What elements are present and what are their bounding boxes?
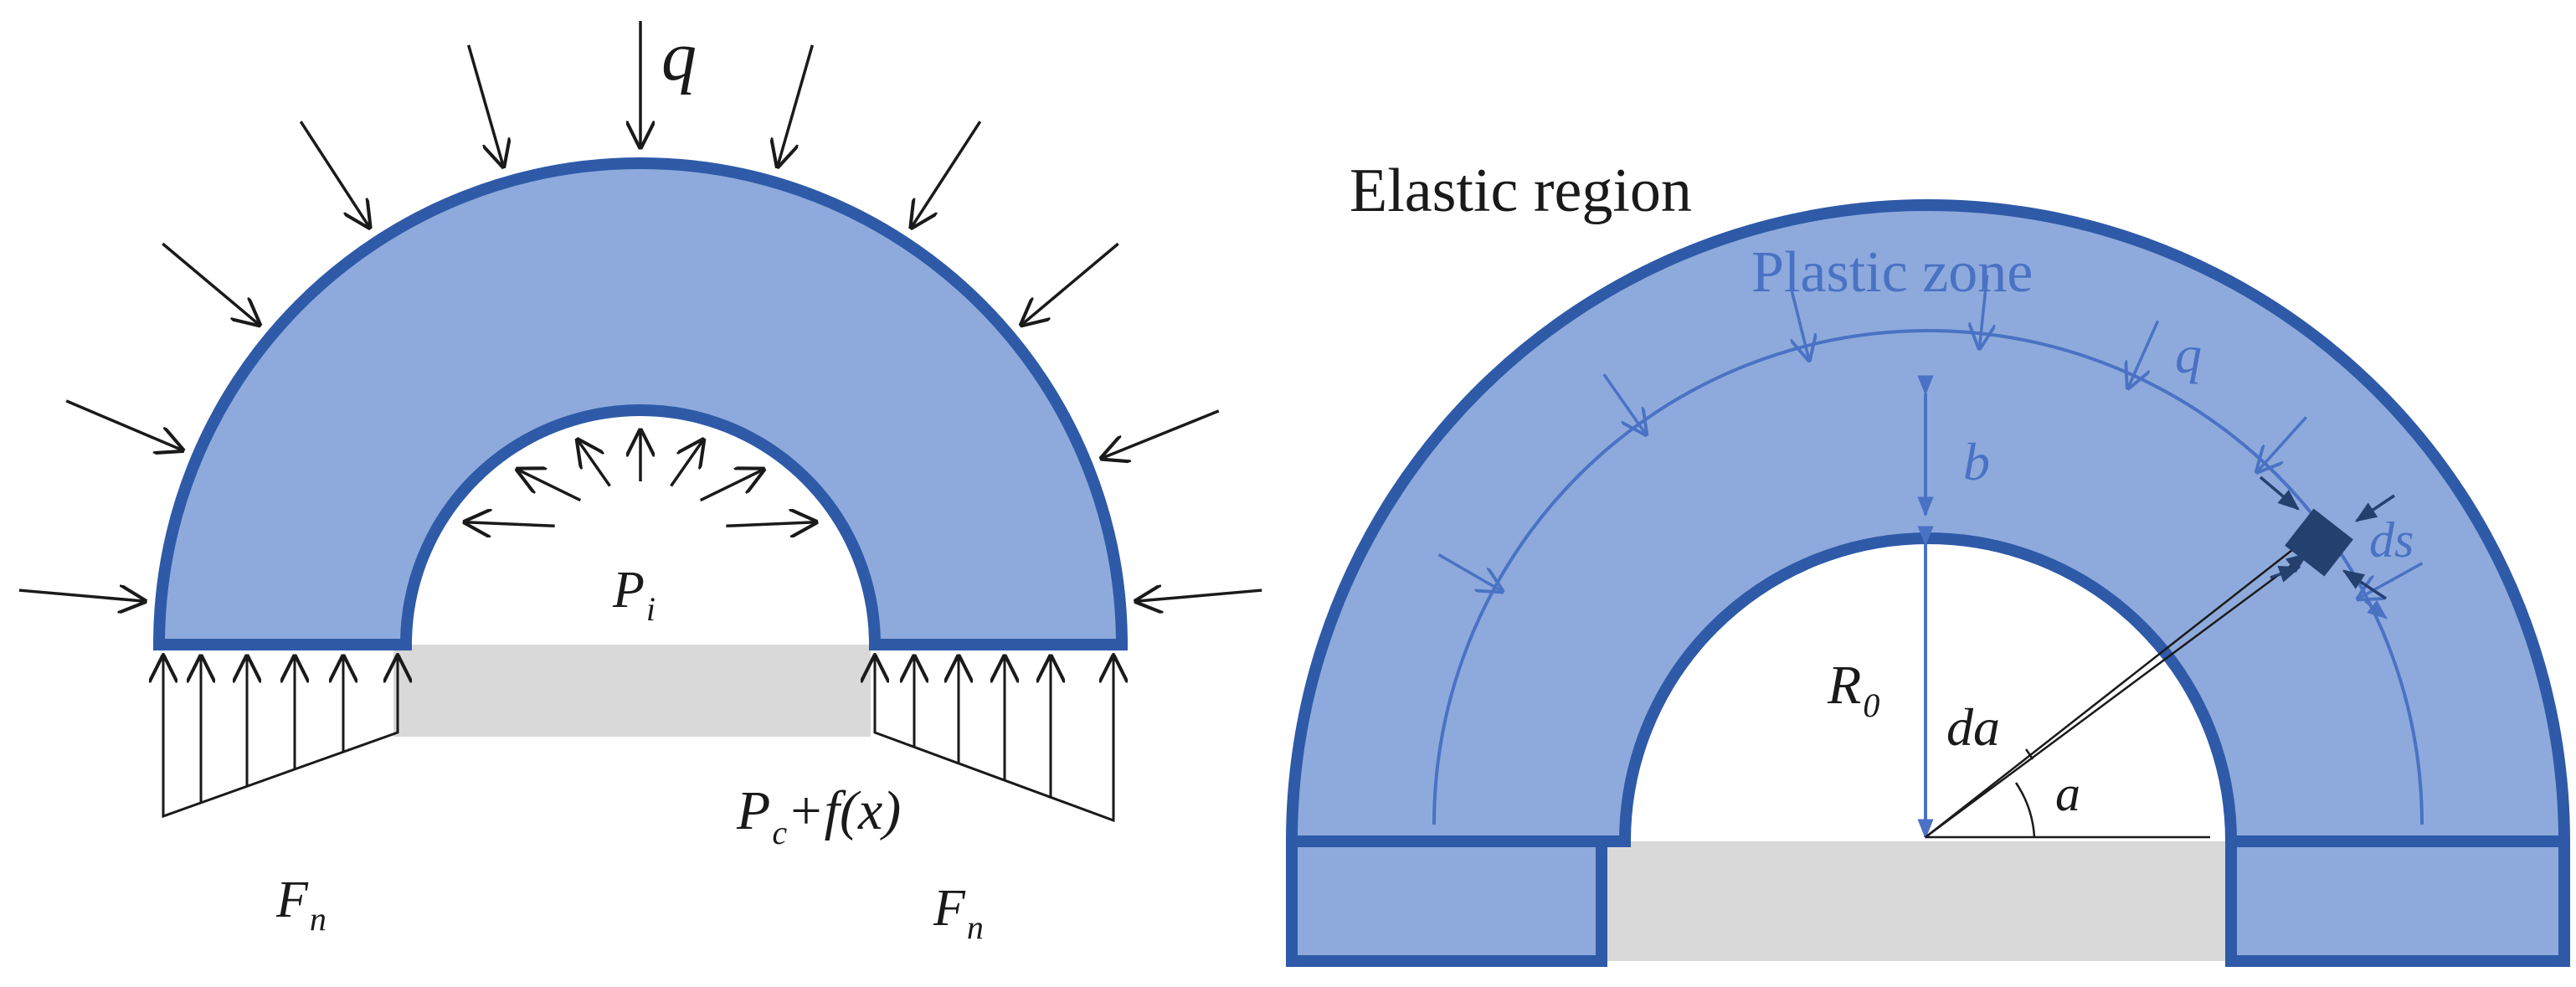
angle-label: a: [2055, 766, 2080, 821]
ray-lower: [1925, 553, 2309, 839]
tunnel-cavity: [393, 645, 871, 737]
reaction-right-label: Fn: [933, 880, 984, 946]
plastic-arrow: [1790, 288, 1809, 359]
plastic-arrow: [2358, 562, 2424, 599]
pressure-arrow: [578, 440, 611, 487]
elastic-region-label: Elastic region: [1350, 157, 1692, 225]
soil-element: [2259, 476, 2395, 619]
reaction-left-label: Fn: [275, 871, 326, 938]
angle-arc: [2014, 782, 2036, 838]
plastic-load-arrows: [1437, 275, 2424, 599]
load-arrow: [778, 44, 815, 166]
radius-label: R0: [1827, 655, 1879, 724]
base-load-label: Pc+f(x): [736, 780, 901, 851]
element-size-label: ds: [2369, 512, 2414, 568]
plastic-load-label: q: [2175, 325, 2202, 384]
load-arrow: [18, 590, 144, 601]
ray-upper: [1925, 524, 2326, 838]
plastic-arrow: [1602, 373, 1646, 434]
base-block-right: [2225, 835, 2570, 967]
load-arrow: [65, 399, 182, 450]
top-load-label: q: [661, 18, 697, 95]
thickness-label: b: [1963, 432, 1990, 491]
load-arrow: [299, 121, 369, 227]
inner-pressure-arrows: [465, 431, 815, 526]
pressure-arrow: [465, 522, 555, 527]
tunnel-cavity: [1607, 841, 2231, 961]
angle-lines: [1925, 524, 2326, 839]
pressure-arrow: [670, 440, 703, 487]
element-stress-arrow: [2354, 494, 2395, 522]
pressure-arrow: [518, 470, 582, 502]
right-panel: Elastic region Plastic zone q b R0 ds da…: [1285, 157, 2571, 967]
load-arrow: [1022, 242, 1119, 324]
ds-tick: [2364, 599, 2388, 619]
elastic-ring: [1285, 199, 2571, 847]
lining-ring: [152, 157, 1129, 650]
base-reaction-arrows: [162, 653, 1115, 823]
angle-increment-arc: [2024, 748, 2034, 760]
outer-load-arrows: [18, 21, 1262, 601]
plastic-arrow: [2257, 416, 2307, 471]
reaction-diagram-left: [162, 653, 399, 819]
load-arrow: [466, 44, 503, 166]
load-arrow: [912, 121, 982, 227]
pressure-arrow: [726, 522, 815, 527]
load-arrow: [162, 242, 259, 324]
base-block-left: [1286, 835, 1607, 967]
plastic-arrow: [2128, 320, 2160, 387]
inner-pressure-label: Pi: [612, 562, 656, 628]
element-stress-arrow: [2342, 569, 2387, 600]
plastic-arrow: [1979, 275, 1987, 348]
reaction-diagram-right: [873, 653, 1115, 823]
element-stress-arrow: [2259, 476, 2300, 511]
load-arrow: [1137, 590, 1262, 601]
angle-increment-label: da: [1946, 697, 2000, 757]
plastic-zone-label: Plastic zone: [1751, 240, 2033, 305]
element-stress-arrow: [2270, 565, 2301, 583]
plastic-arrow: [1437, 553, 1501, 592]
pressure-arrow: [699, 470, 764, 502]
load-arrow: [1103, 409, 1220, 458]
left-panel: q Pi Pc+f(x) Fn Fn: [18, 18, 1262, 946]
element-square: [2285, 508, 2353, 577]
